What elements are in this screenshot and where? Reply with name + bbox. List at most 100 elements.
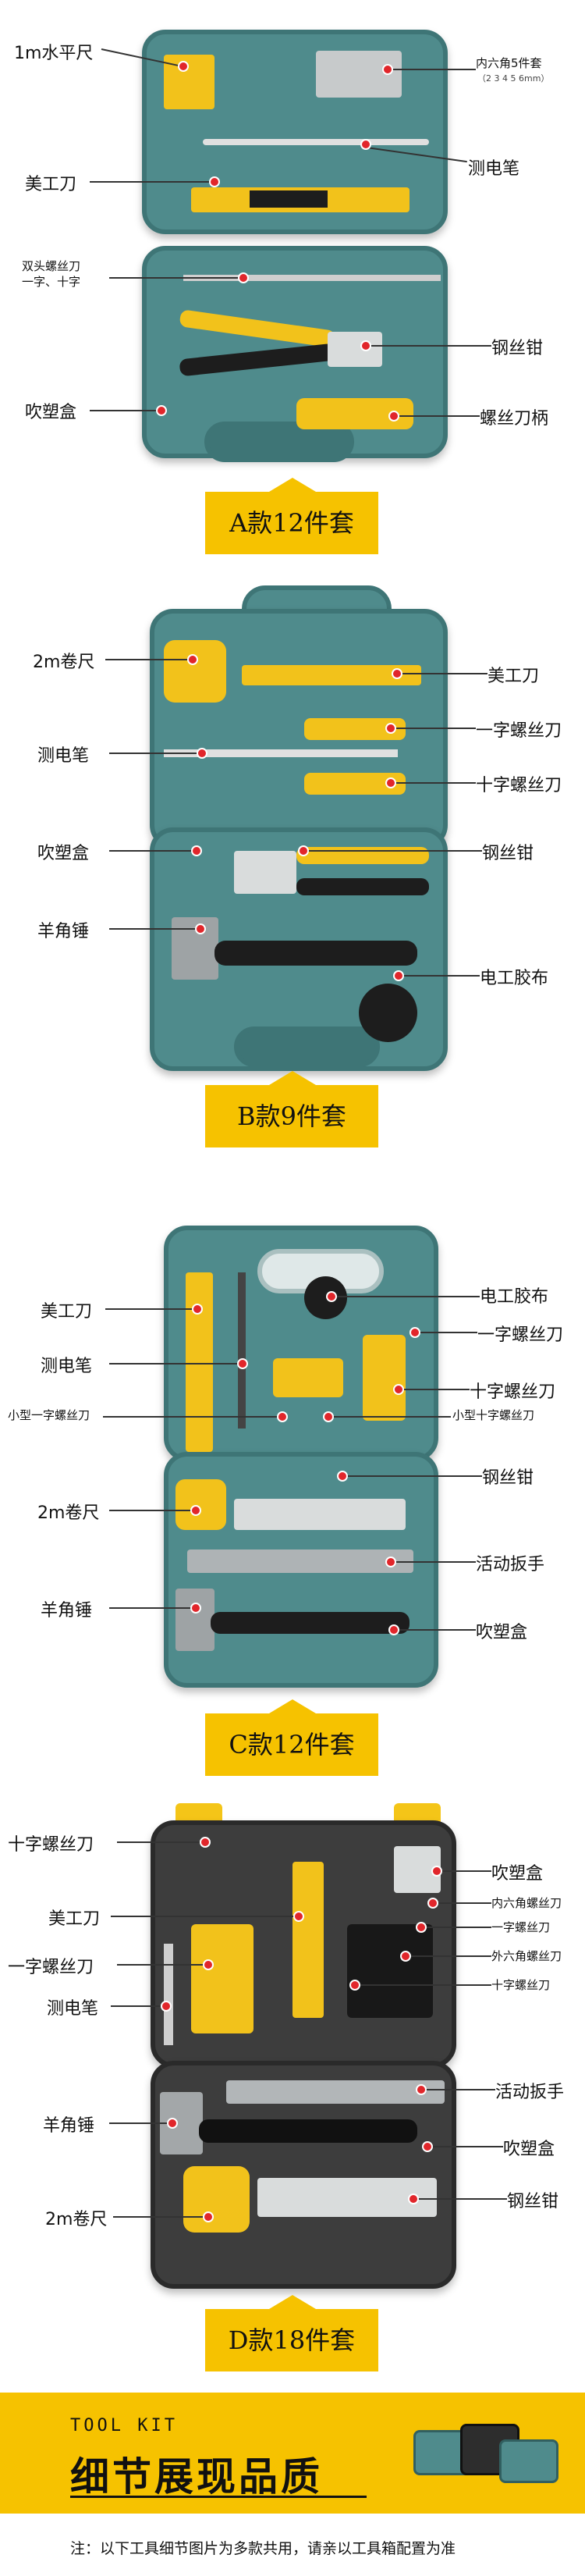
footer-title-underline [70, 2496, 367, 2498]
leader-hammer-c [109, 1607, 195, 1609]
label-knife: 美工刀 [25, 175, 77, 194]
leader-box-c [394, 1629, 476, 1631]
label-pliers-d: 钢丝钳 [507, 2192, 559, 2211]
leader-tape-electric-c [332, 1296, 480, 1297]
label-hex-outer-d: 外六角螺丝刀 [491, 1949, 562, 1963]
marker-flat-driver-d [203, 1959, 214, 1970]
label-tester-b: 测电笔 [37, 746, 90, 766]
marker-small-flat-c [277, 1411, 288, 1422]
marker-hammer-d [167, 2118, 178, 2129]
leader-pliers-d [413, 2198, 507, 2200]
leader-pliers [367, 345, 491, 347]
leader-cross-driver-d [117, 1841, 203, 1843]
leader-cross-driver-c [398, 1389, 470, 1390]
label-hammer-b: 羊角锤 [37, 922, 90, 941]
hammer-d-handle [199, 2119, 417, 2143]
marker-tester [360, 139, 371, 150]
leader-knife-b [398, 673, 488, 674]
leader-cross-driver-b [390, 782, 476, 784]
marker-pliers [360, 340, 371, 351]
leader-flat-small-d [421, 1927, 491, 1928]
label-flat-driver-b: 一字螺丝刀 [476, 721, 562, 741]
leader-double-driver [109, 277, 242, 279]
pliers-jaw [328, 332, 382, 367]
marker-knife-d [293, 1911, 304, 1922]
knife-c [186, 1272, 213, 1452]
hammer-c-handle [211, 1612, 410, 1634]
marker-box-d [431, 1866, 442, 1877]
kit-d-section: 十字螺丝刀 吹塑盒 内六角螺丝刀 美工刀 一字螺丝刀 一字螺丝刀 外六角螺丝刀 … [0, 1803, 585, 2393]
leader-tape [105, 659, 187, 660]
marker-pliers-c [337, 1471, 348, 1482]
leader-flat-driver-c [413, 1332, 477, 1333]
label-pliers-c: 钢丝钳 [482, 1468, 534, 1488]
label-hex: 内六角5件套 [476, 56, 542, 70]
marker-double-driver [238, 272, 249, 283]
drivers-d-right [347, 1924, 433, 2018]
marker-knife-c [192, 1304, 203, 1315]
tape-d [183, 2166, 250, 2233]
marker-flat-driver-b [385, 723, 396, 734]
leader-knife-c [105, 1308, 195, 1310]
kit-c-banner-arrow [269, 1699, 316, 1713]
hammer-handle [214, 941, 417, 966]
marker-box2-d [422, 2141, 433, 2152]
label-box: 吹塑盒 [25, 403, 77, 422]
leader-tape-d [113, 2216, 207, 2218]
label-tape-d: 2m卷尺 [45, 2210, 108, 2229]
kit-b-banner-arrow [269, 1071, 316, 1085]
marker-hex-d [427, 1898, 438, 1909]
label-knife-d: 美工刀 [48, 1909, 101, 1929]
marker-cross-driver-d [200, 1837, 211, 1848]
leader-flat-driver-d [117, 1964, 207, 1966]
tape-measure [164, 640, 226, 703]
label-hammer-c: 羊角锤 [41, 1601, 93, 1621]
label-box2-d: 吹塑盒 [503, 2140, 555, 2159]
marker-hex-outer-d [400, 1951, 411, 1962]
drivers-c [363, 1335, 406, 1421]
leader-flat-driver-b [390, 728, 476, 729]
leader-box-d [437, 1870, 491, 1872]
label-tape-electric-c: 电工胶布 [480, 1287, 549, 1307]
label-wrench-d: 活动扳手 [495, 2083, 565, 2102]
label-tape: 2m卷尺 [33, 653, 95, 672]
label-handle: 螺丝刀柄 [480, 409, 549, 429]
leader-tester-d [111, 2005, 165, 2007]
leader-pliers-b [304, 850, 482, 852]
tester-tool [203, 139, 429, 145]
marker-box [156, 405, 167, 416]
kit-a-banner: A款12件套 [205, 492, 378, 554]
leader-box2-d [427, 2146, 503, 2147]
small-drivers-c [273, 1358, 343, 1397]
label-cross-driver-b: 十字螺丝刀 [476, 776, 562, 795]
marker-box-b [191, 845, 202, 856]
marker-flat-driver-c [410, 1327, 420, 1338]
marker-cross-small-d [349, 1980, 360, 1991]
footer-tool-kit: TOOL KIT [70, 2416, 178, 2435]
marker-tape-c [190, 1505, 201, 1516]
label-small-flat-c: 小型一字螺丝刀 [8, 1408, 90, 1422]
leader-tape-c [109, 1510, 195, 1511]
label-double-driver-sub: 一字、十字 [22, 275, 81, 289]
marker-box-c [388, 1624, 399, 1635]
double-driver [183, 275, 441, 281]
knife-slider [250, 190, 328, 208]
marker-tester-b [197, 748, 207, 759]
kit-b-handle-bottom [234, 1026, 380, 1067]
mini-case-teal-2 [499, 2439, 558, 2483]
leader-pliers-c [343, 1475, 482, 1477]
label-double-driver: 双头螺丝刀 [22, 259, 81, 273]
marker-handle [388, 411, 399, 422]
label-tester: 测电笔 [468, 159, 520, 179]
electrical-tape [359, 984, 417, 1042]
marker-tape [187, 654, 198, 665]
label-flat-small-d: 一字螺丝刀 [491, 1920, 551, 1934]
label-hammer-d: 羊角锤 [43, 2116, 95, 2136]
leader-handle [394, 415, 480, 417]
leader-box-b [109, 850, 195, 852]
marker-level [178, 61, 189, 72]
hammer-c-head [176, 1589, 214, 1651]
leader-box [90, 410, 160, 411]
marker-tester-c [237, 1358, 248, 1369]
label-level: 1m水平尺 [14, 44, 94, 63]
